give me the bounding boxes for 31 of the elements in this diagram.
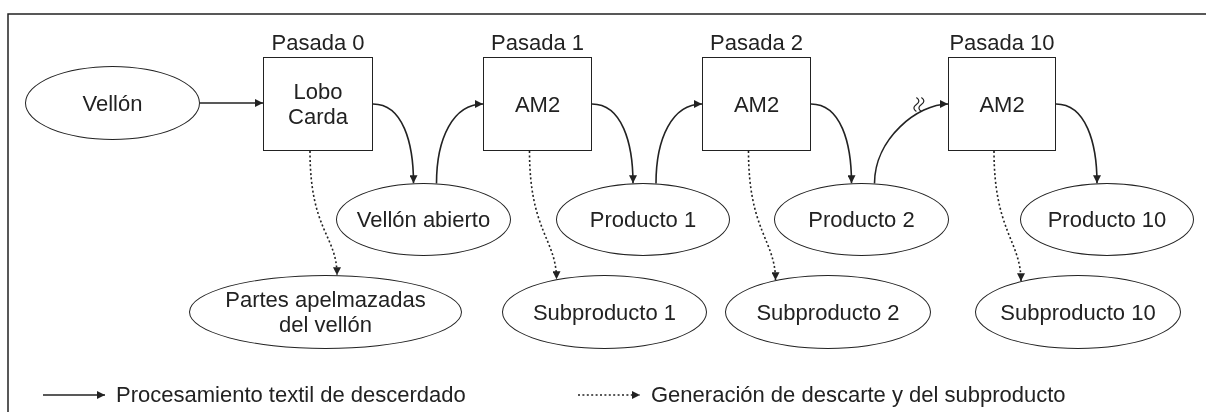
node-label: Vellón	[81, 90, 144, 116]
node-label: AM2	[513, 91, 562, 117]
node-label: Vellón abierto	[355, 207, 492, 232]
node-label: Producto 1	[588, 207, 698, 232]
pass-label: Pasada 2	[710, 30, 803, 55]
arrow	[873, 100, 949, 185]
pass-label: Pasada 10	[949, 30, 1055, 55]
node-label: AM2	[732, 91, 781, 117]
arrow	[1055, 103, 1101, 185]
dotted-arrow	[309, 150, 341, 276]
node-label: Lobo Carda	[287, 79, 349, 129]
node-label: AM2	[978, 91, 1026, 117]
dotted-arrow	[528, 150, 561, 281]
node-label: Subproducto 1	[531, 299, 678, 325]
dotted-arrow	[993, 150, 1025, 282]
arrow	[372, 103, 418, 185]
arrow	[199, 99, 264, 107]
arrow	[810, 103, 856, 185]
arrow	[591, 103, 637, 185]
node-label: Producto 2	[807, 207, 916, 232]
pass-label: Pasada 0	[271, 30, 365, 55]
legend-label: Generación de descarte y del subproducto	[651, 382, 1066, 407]
node-label: Subproducto 10	[999, 299, 1157, 325]
node-label: Producto 10	[1046, 207, 1168, 232]
arrow	[655, 100, 703, 185]
arrow	[435, 100, 484, 185]
pass-label: Pasada 1	[491, 30, 584, 55]
node-label: Subproducto 2	[755, 299, 901, 325]
dotted-arrow	[747, 150, 780, 281]
node-label: Partes apelmazadas del vellón	[224, 287, 427, 337]
legend-label: Procesamiento textil de descerdado	[116, 382, 466, 407]
